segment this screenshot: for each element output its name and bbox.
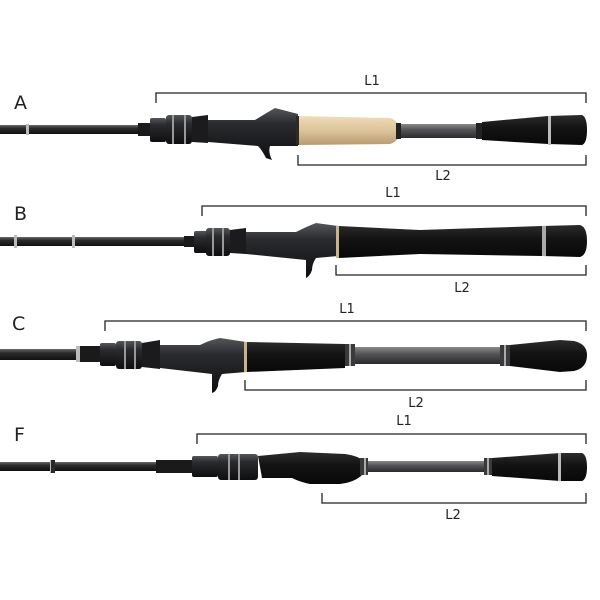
rod-b-l2-label: L2 (454, 281, 470, 296)
rod-c-l1-label: L1 (339, 302, 355, 317)
rod-f-l1-label: L1 (396, 414, 412, 429)
rod-label-c: C (12, 313, 26, 335)
rod-label-f: F (14, 424, 25, 446)
rod-c-l2-label: L2 (408, 396, 424, 411)
rod-a-l2-label: L2 (435, 169, 451, 184)
rod-f (0, 433, 587, 504)
rod-a (0, 92, 587, 166)
rod-label-b: B (14, 203, 28, 225)
rod-c (0, 320, 587, 393)
rod-label-a: A (14, 92, 27, 114)
rod-a-l1-label: L1 (364, 74, 380, 89)
rod-b-l1-label: L1 (385, 186, 401, 201)
rod-b (0, 205, 587, 278)
rod-f-l2-label: L2 (445, 508, 461, 523)
